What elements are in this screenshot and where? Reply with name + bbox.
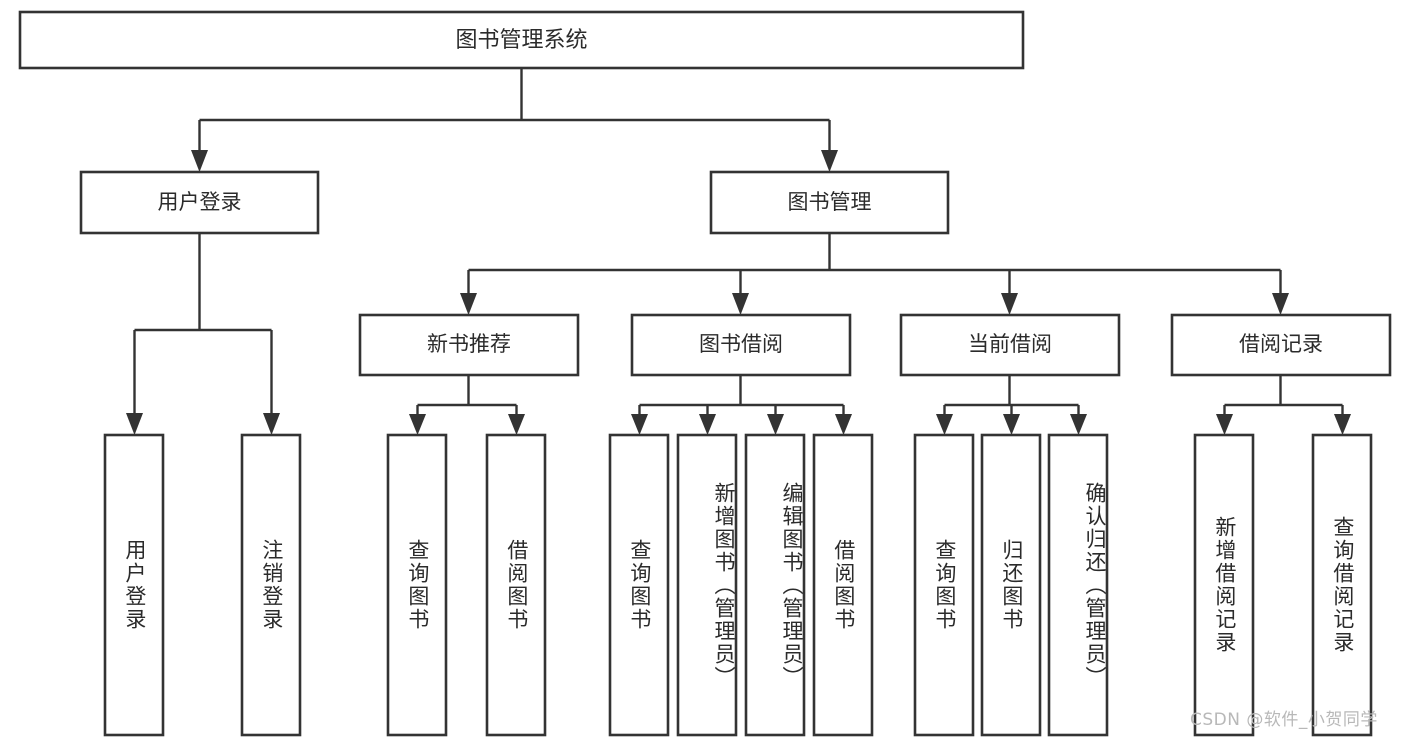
node-current-borrow-label: 当前借阅 [968, 332, 1052, 356]
node-user-login-label: 用户登录 [158, 190, 242, 214]
connectors-borrowrecord-to-leaves [1216, 375, 1351, 435]
leaf-box-query-book-2[interactable] [608, 433, 670, 737]
arrow-head-leaf-12 [1216, 414, 1233, 435]
arrow-head-user-login [191, 150, 208, 172]
leaf-box-edit-book[interactable] [744, 433, 806, 737]
leaf-box-add-record[interactable] [1193, 433, 1255, 737]
leaf-boxes [103, 433, 1373, 737]
node-book-borrow[interactable]: 图书借阅 [630, 313, 852, 377]
leaf-box-query-book-1[interactable] [386, 433, 448, 737]
leaf-box-borrow-book-2[interactable] [812, 433, 874, 737]
arrow-head-borrow-record [1272, 293, 1289, 315]
csdn-watermark: CSDN @软件_小贺同学 [1190, 710, 1378, 730]
node-borrow-record-box[interactable] [1170, 313, 1392, 377]
arrow-head-leaf-13 [1334, 414, 1351, 435]
connectors-userlogin-to-leaves [126, 233, 280, 435]
arrow-head-leaf-3 [409, 414, 426, 435]
leaf-box-return-book[interactable] [980, 433, 1042, 737]
node-root[interactable]: 图书管理系统 [18, 10, 1025, 70]
arrow-head-leaf-9 [936, 414, 953, 435]
arrow-head-leaf-11 [1070, 414, 1087, 435]
node-current-borrow[interactable]: 当前借阅 [899, 313, 1121, 377]
node-book-management-label: 图书管理 [788, 190, 872, 214]
connectors-root-to-level1 [191, 68, 838, 172]
node-book-borrow-box[interactable] [630, 313, 852, 377]
connectors-currentborrow-to-leaves [936, 375, 1087, 435]
node-book-borrow-label: 图书借阅 [699, 332, 783, 356]
node-new-book-recommend-label: 新书推荐 [427, 332, 511, 356]
arrow-head-new-book [460, 293, 477, 315]
node-borrow-record[interactable]: 借阅记录 [1170, 313, 1392, 377]
node-user-login[interactable]: 用户登录 [79, 170, 320, 235]
node-new-book-recommend[interactable]: 新书推荐 [358, 313, 580, 377]
leaf-box-logout[interactable] [240, 433, 302, 737]
node-user-login-box[interactable] [79, 170, 320, 235]
arrow-head-leaf-5 [631, 414, 648, 435]
arrow-head-leaf-10 [1003, 414, 1020, 435]
leaf-box-user-login[interactable] [103, 433, 165, 737]
node-root-box[interactable] [18, 10, 1025, 70]
arrow-head-leaf-2 [263, 413, 280, 435]
arrow-head-leaf-1 [126, 413, 143, 435]
node-root-label: 图书管理系统 [455, 28, 587, 53]
connectors-bookborrow-to-leaves [631, 375, 852, 435]
leaf-box-borrow-book-1[interactable] [485, 433, 547, 737]
leaf-box-query-record[interactable] [1311, 433, 1373, 737]
node-borrow-record-label: 借阅记录 [1239, 332, 1323, 356]
arrow-head-book-mgmt [821, 150, 838, 172]
node-book-management[interactable]: 图书管理 [709, 170, 950, 235]
leaf-box-confirm-return[interactable] [1047, 433, 1109, 737]
arrow-head-current-borrow [1001, 293, 1018, 315]
arrow-head-leaf-4 [508, 414, 525, 435]
arrow-head-leaf-7 [767, 414, 784, 435]
node-current-borrow-box[interactable] [899, 313, 1121, 377]
node-book-management-box[interactable] [709, 170, 950, 235]
connectors-bookmgmt-to-level2 [460, 233, 1289, 315]
leaf-box-query-book-3[interactable] [913, 433, 975, 737]
arrow-head-leaf-6 [699, 414, 716, 435]
connectors-newbook-to-leaves [409, 375, 525, 435]
arrow-head-leaf-8 [835, 414, 852, 435]
leaf-box-add-book[interactable] [676, 433, 738, 737]
node-new-book-recommend-box[interactable] [358, 313, 580, 377]
arrow-head-book-borrow [732, 293, 749, 315]
